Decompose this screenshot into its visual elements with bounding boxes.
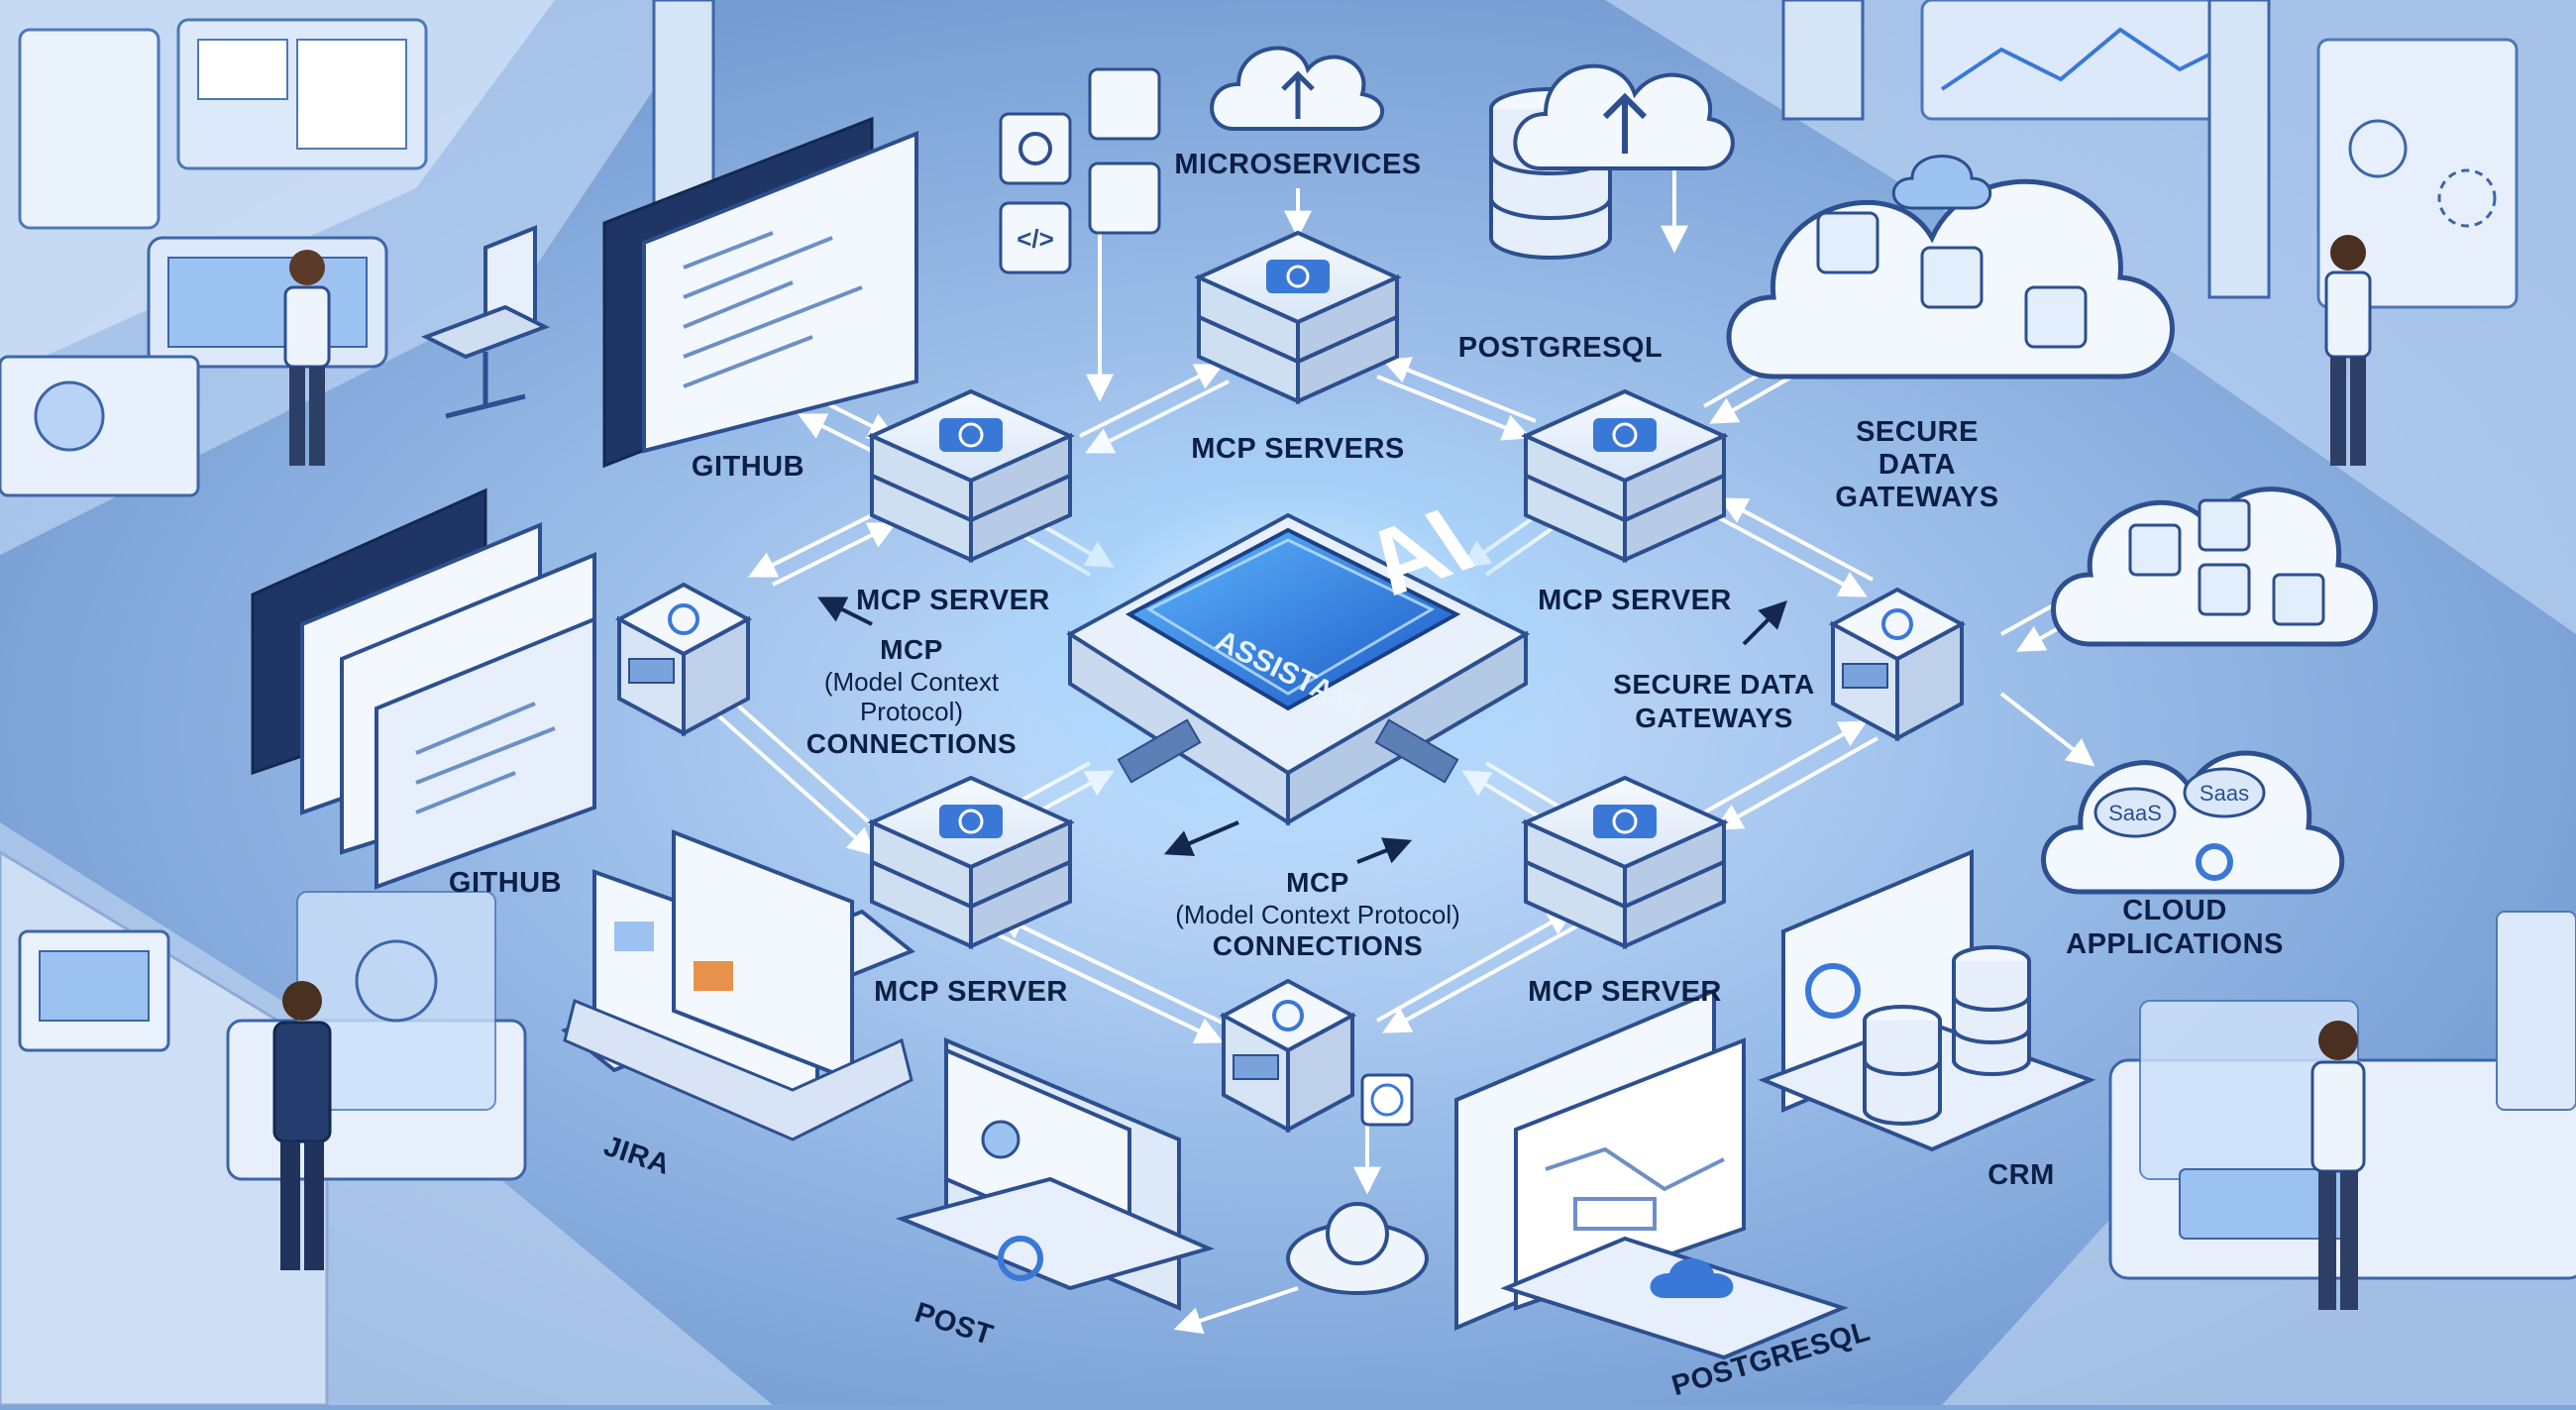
label-github-top: GITHUB bbox=[692, 451, 805, 483]
label-cloud-applications-2: APPLICATIONS bbox=[2066, 928, 2284, 960]
saas-label-2: Saas bbox=[2200, 781, 2249, 806]
svg-text:</>: </> bbox=[1017, 224, 1054, 254]
saas-label-1: SaaS bbox=[2108, 801, 2162, 825]
label-mcp-server-lower-right: MCP SERVER bbox=[1528, 976, 1722, 1008]
label-mcp-connections-center-1: MCP bbox=[1286, 867, 1349, 898]
gateway-cube-right bbox=[1833, 590, 1962, 738]
label-secure-data-gateways-top-2: DATA bbox=[1878, 449, 1956, 481]
label-mcp-server-upper-left: MCP SERVER bbox=[856, 585, 1050, 616]
label-cloud-applications-1: CLOUD bbox=[2122, 895, 2227, 926]
label-mcp-connections-left-1: MCP bbox=[880, 634, 943, 665]
label-mcp-connections-left-4: CONNECTIONS bbox=[806, 728, 1017, 759]
label-mcp-connections-left-3: Protocol) bbox=[860, 697, 963, 726]
label-mcp-servers: MCP SERVERS bbox=[1191, 433, 1405, 465]
label-microservices: MICROSERVICES bbox=[1174, 149, 1421, 180]
label-mcp-connections-left-2: (Model Context bbox=[824, 667, 1000, 697]
crm-database-icon-2 bbox=[1954, 947, 2029, 1074]
label-mcp-server-lower-left: MCP SERVER bbox=[874, 976, 1068, 1008]
label-mcp-connections-center-2: (Model Context Protocol) bbox=[1175, 900, 1460, 929]
gateway-cube-left bbox=[619, 585, 748, 733]
label-mcp-server-upper-right: MCP SERVER bbox=[1538, 585, 1732, 616]
label-crm: CRM bbox=[1987, 1159, 2055, 1191]
label-secure-data-gateways-mid-2: GATEWAYS bbox=[1635, 703, 1793, 733]
label-secure-data-gateways-top-1: SECURE bbox=[1856, 416, 1979, 448]
label-postgresql-top: POSTGRESQL bbox=[1458, 332, 1663, 364]
crm-database-icon-1 bbox=[1865, 1007, 1940, 1124]
label-secure-data-gateways-top-3: GATEWAYS bbox=[1835, 482, 1998, 513]
label-github-mid: GITHUB bbox=[449, 867, 562, 899]
label-secure-data-gateways-mid-1: SECURE DATA bbox=[1613, 669, 1815, 700]
label-mcp-connections-center-3: CONNECTIONS bbox=[1213, 930, 1423, 961]
